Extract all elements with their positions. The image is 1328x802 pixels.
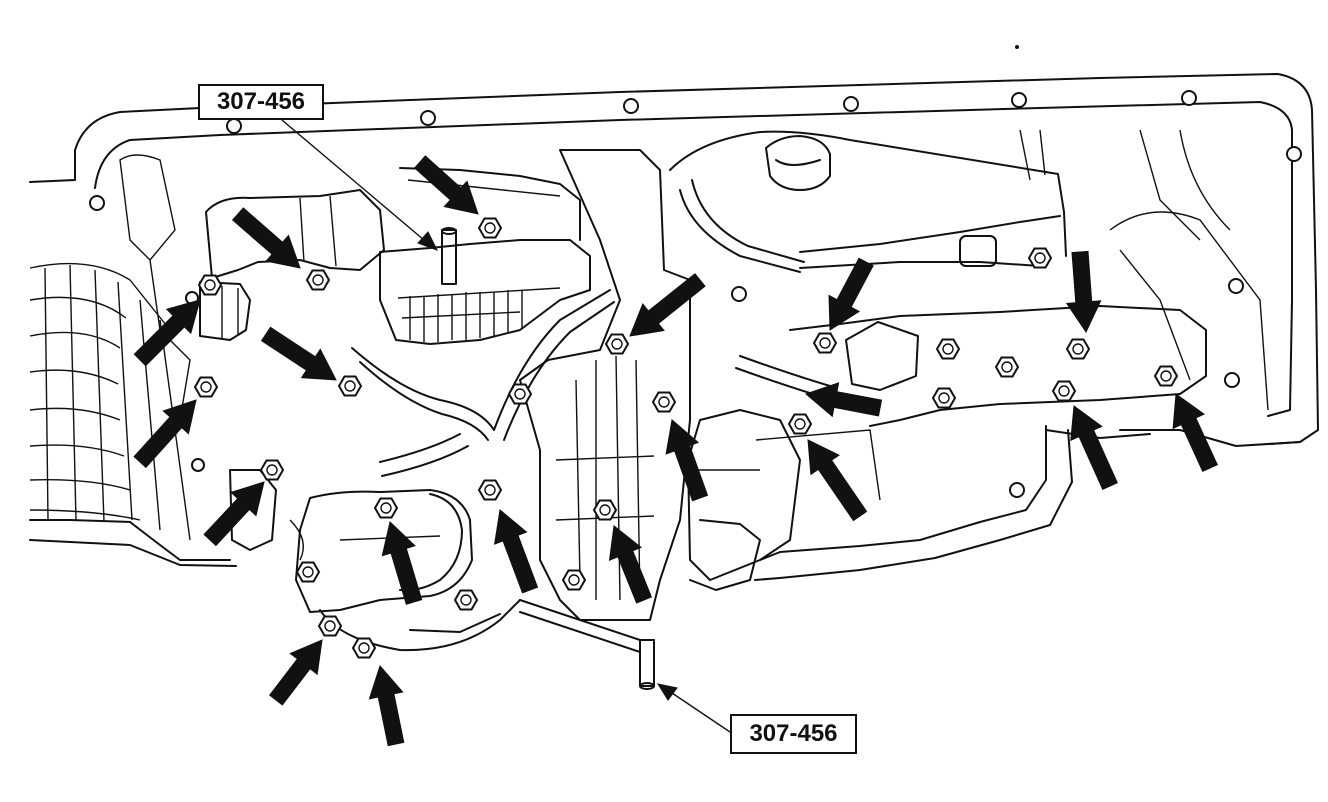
solid-black-arrow-icon [381, 521, 423, 605]
solid-black-arrow-icon [1070, 405, 1118, 490]
hex-bolt-icon [337, 375, 363, 397]
hex-bolt-icon [477, 217, 503, 239]
hex-bolt-icon [812, 332, 838, 354]
solid-black-arrow-icon [1172, 393, 1218, 472]
solid-black-arrow-icon [807, 439, 868, 522]
solid-black-arrow-icon [133, 299, 201, 367]
hex-bolt-icon [305, 269, 331, 291]
leader-arrowhead-bottom [656, 683, 678, 701]
solid-black-arrow-icon [413, 155, 479, 215]
solid-black-arrow-icon [665, 419, 709, 502]
hex-bolt-icon [351, 637, 377, 659]
pointer-arrows [133, 155, 1218, 747]
hex-bolt-icon [453, 589, 479, 611]
solid-black-arrow-icon [828, 257, 874, 331]
hex-bolt-icon [561, 569, 587, 591]
hex-bolt-icon [592, 499, 618, 521]
hex-bolt-icon [477, 479, 503, 501]
hex-bolt-icon [1027, 247, 1053, 269]
alignment-pins [441, 227, 655, 690]
hex-bolt-icon [317, 615, 343, 637]
solid-black-arrow-icon [608, 525, 653, 604]
leader-arrowhead-top [417, 231, 439, 251]
leader-line-top [281, 119, 425, 241]
solid-black-arrow-icon [269, 639, 323, 706]
alignment-pin-icon [441, 227, 457, 285]
solid-black-arrow-icon [1065, 250, 1102, 334]
solid-black-arrow-icon [368, 665, 405, 747]
mark-dot [1015, 45, 1019, 49]
valve-body [199, 130, 1207, 653]
leader-line-bottom [671, 692, 731, 733]
callout-label-bottom: 307-456 [730, 714, 857, 754]
hex-bolt-icon [994, 356, 1020, 378]
hex-bolt-icon [931, 387, 957, 409]
hex-bolt-icon [295, 561, 321, 583]
hex-bolt-icon [193, 376, 219, 398]
solid-black-arrow-icon [133, 399, 197, 469]
hex-bolt-icon [197, 274, 223, 296]
bolts [193, 217, 1179, 659]
callout-label-top: 307-456 [198, 84, 324, 120]
solid-black-arrow-icon [260, 326, 337, 381]
hex-bolt-icon [507, 383, 533, 405]
hex-bolt-icon [787, 413, 813, 435]
hex-bolt-icon [1065, 338, 1091, 360]
hex-bolt-icon [1051, 380, 1077, 402]
solid-black-arrow-icon [203, 481, 265, 547]
flange-holes [89, 90, 1302, 498]
hex-bolt-icon [373, 497, 399, 519]
alignment-pin-icon [639, 639, 655, 690]
hex-bolt-icon [259, 459, 285, 481]
solid-black-arrow-icon [493, 509, 539, 594]
case-outline [29, 73, 1319, 581]
solid-black-arrow-icon [231, 207, 301, 269]
hex-bolt-icon [604, 333, 630, 355]
solid-black-arrow-icon [629, 273, 706, 337]
case-web-grid [29, 129, 1269, 541]
solid-black-arrow-icon [805, 382, 883, 418]
hex-bolt-icon [651, 391, 677, 413]
leader-lines [281, 119, 731, 733]
hex-bolt-icon [935, 338, 961, 360]
hex-bolt-icon [1153, 365, 1179, 387]
